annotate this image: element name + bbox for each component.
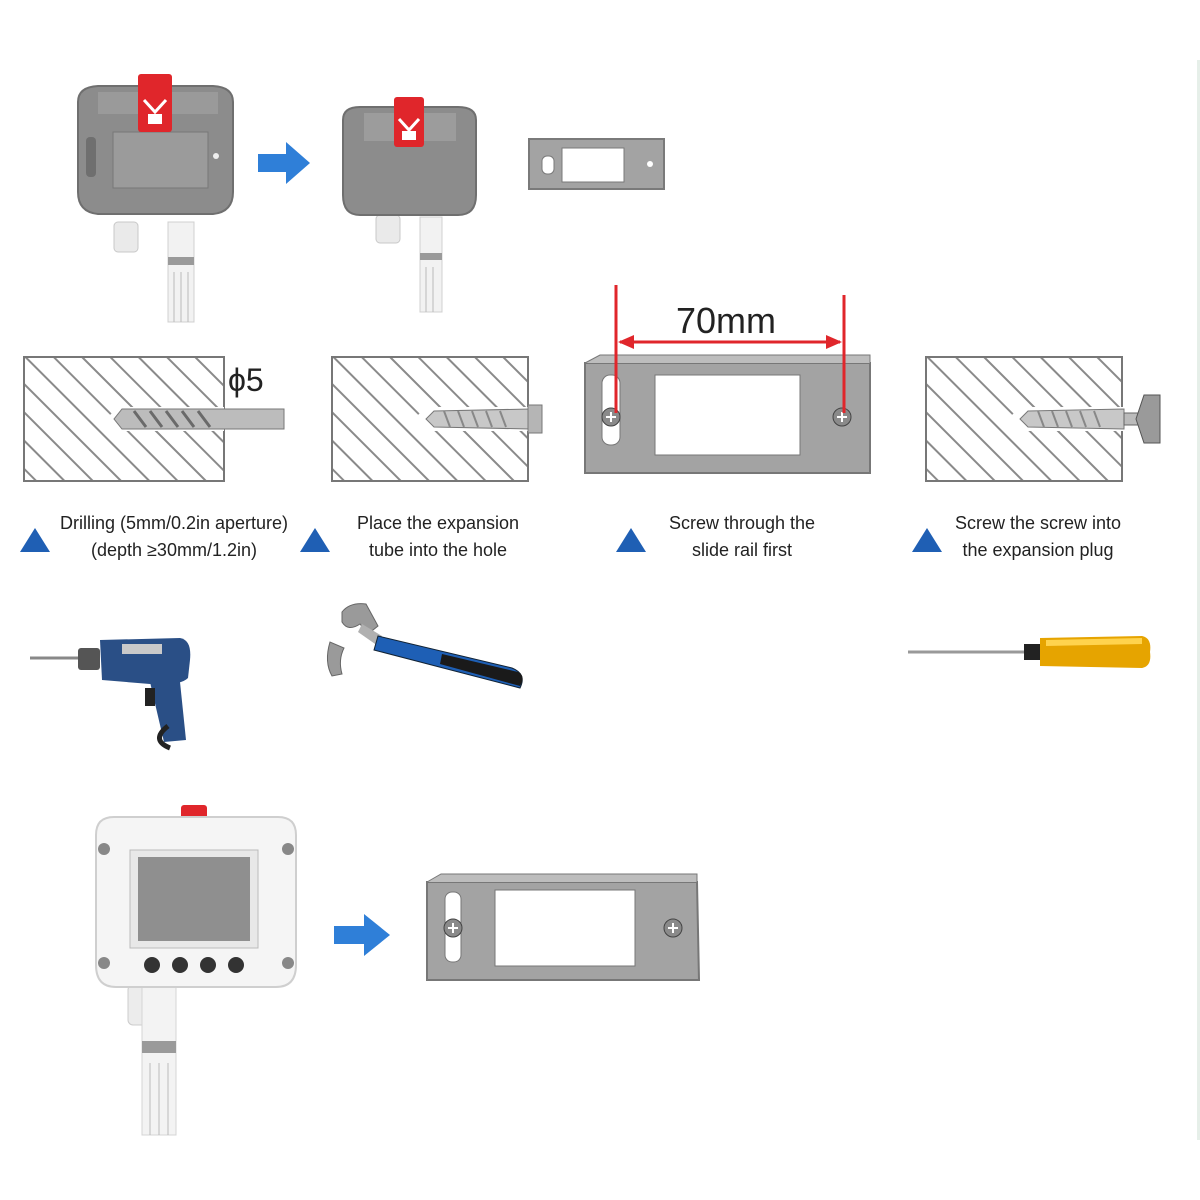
step-marker-icon — [912, 528, 942, 552]
step-marker-icon — [20, 528, 50, 552]
step3-caption-line2: slide rail first — [691, 540, 793, 560]
step-marker-icon — [616, 528, 646, 552]
sensor-back-without-bracket — [342, 97, 477, 313]
sensor-back-with-bracket — [77, 74, 234, 323]
drill-icon — [30, 638, 191, 751]
mounting-rail-small — [528, 138, 665, 190]
step2-caption-line2: tube into the hole — [368, 540, 508, 560]
drilled-wall-diagram — [23, 356, 285, 482]
screw-in-plug-wall-diagram — [925, 356, 1161, 482]
expansion-tube-wall-diagram — [331, 356, 543, 482]
mounting-rail-installed — [426, 873, 701, 981]
rail-spacing-label: 70mm — [676, 300, 777, 341]
step1-caption-line2: (depth ≥30mm/1.2in) — [91, 540, 257, 560]
step3-caption-line1: Screw through the — [668, 513, 816, 533]
hammer-icon — [326, 603, 523, 689]
step1-caption: Drilling (5mm/0.2in aperture) (depth ≥30… — [48, 510, 300, 564]
step3-caption: Screw through the slide rail first — [654, 510, 830, 564]
step1-caption-line1: Drilling (5mm/0.2in aperture) — [59, 513, 289, 533]
hole-diameter-label: ϕ5 — [228, 362, 264, 398]
sensor-front-display — [95, 805, 297, 1136]
step2-caption: Place the expansion tube into the hole — [338, 510, 538, 564]
right-arrow-icon — [334, 914, 390, 956]
step-marker-icon — [300, 528, 330, 552]
step4-caption-line2: the expansion plug — [962, 540, 1114, 560]
step4-caption: Screw the screw into the expansion plug — [940, 510, 1136, 564]
right-arrow-icon — [258, 142, 310, 184]
step4-caption-line1: Screw the screw into — [954, 513, 1122, 533]
screwdriver-icon — [908, 636, 1151, 668]
page-edge-line — [1197, 60, 1200, 1140]
step2-caption-line1: Place the expansion — [356, 513, 520, 533]
rail-dimension-diagram — [584, 285, 871, 474]
